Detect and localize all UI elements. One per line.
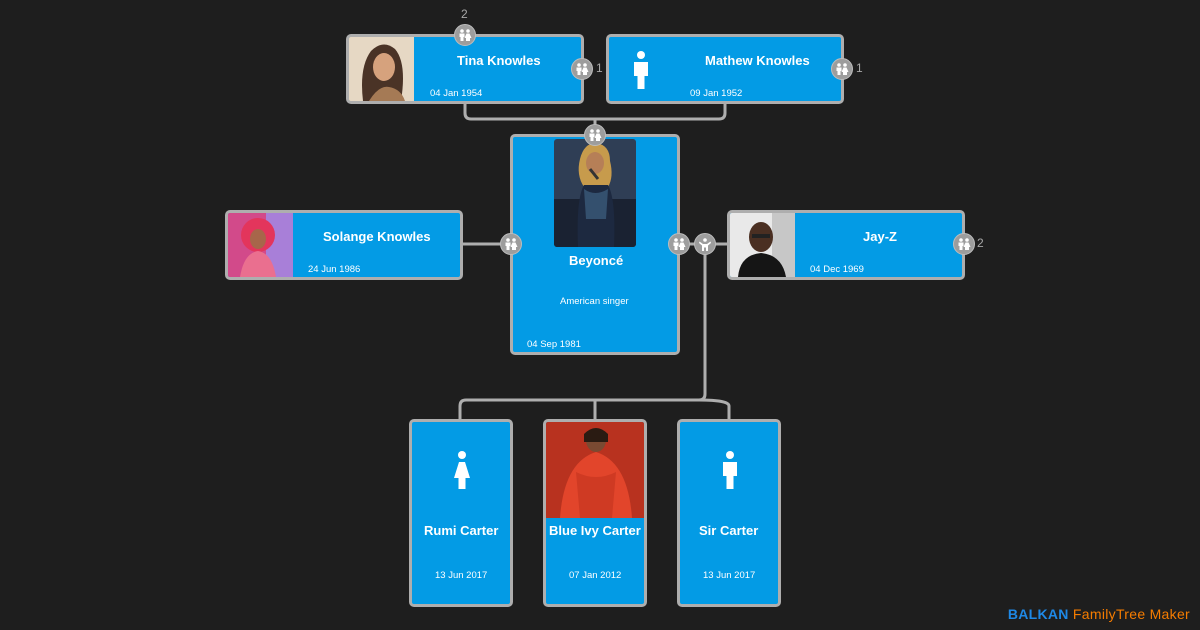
person-birth-date: 13 Jun 2017 [703,570,756,581]
brand-logo: BALKAN FamilyTree Maker [1008,606,1190,622]
person-name: Mathew Knowles [705,53,810,68]
person-birth-date: 07 Jan 2012 [569,570,622,581]
person-card-solange-knowles[interactable]: Solange Knowles 24 Jun 1986 [225,210,463,280]
child-icon[interactable] [694,233,716,255]
jay-z-photo [730,213,795,277]
couple-icon[interactable] [500,233,522,255]
couple-icon[interactable] [953,233,975,255]
person-card-jay-z[interactable]: Jay-Z 04 Dec 1969 [727,210,965,280]
person-card-sir-carter[interactable]: Sir Carter 13 Jun 2017 [677,419,781,607]
male-icon [722,451,738,494]
partner-count: 1 [596,61,603,75]
person-birth-date: 24 Jun 1986 [308,264,361,275]
person-name: Blue Ivy Carter [549,523,641,538]
person-name: Tina Knowles [457,53,541,68]
solange-knowles-photo [228,213,293,277]
couple-icon[interactable] [831,58,853,80]
person-name: Jay-Z [863,229,897,244]
person-name: Beyoncé [569,253,624,268]
beyonce-photo [554,139,636,247]
person-description: American singer [560,296,629,307]
person-name: Rumi Carter [424,523,499,538]
parent-count: 2 [461,7,468,21]
person-birth-date: 04 Jan 1954 [430,88,483,99]
person-card-rumi-carter[interactable]: Rumi Carter 13 Jun 2017 [409,419,513,607]
person-card-blue-ivy-carter[interactable]: Blue Ivy Carter 07 Jan 2012 [543,419,647,607]
brand-company: BALKAN [1007,606,1069,622]
brand-product: FamilyTree Maker [1072,606,1190,622]
couple-icon[interactable] [571,58,593,80]
person-birth-date: 04 Dec 1969 [810,264,864,275]
person-card-mathew-knowles[interactable]: Mathew Knowles 09 Jan 1952 [606,34,844,104]
partner-count: 2 [977,236,984,250]
couple-icon[interactable] [584,124,606,146]
person-card-beyonce[interactable]: Beyoncé American singer 04 Sep 1981 [510,134,680,355]
female-icon [454,451,470,494]
person-name: Solange Knowles [323,229,431,244]
partner-count: 1 [856,61,863,75]
tina-knowles-photo [349,37,414,101]
person-name: Sir Carter [699,523,759,538]
male-icon [633,51,649,94]
blue-ivy-carter-photo [546,422,644,518]
couple-icon[interactable] [668,233,690,255]
person-birth-date: 04 Sep 1981 [527,339,581,350]
person-birth-date: 09 Jan 1952 [690,88,743,99]
couple-icon[interactable] [454,24,476,46]
person-birth-date: 13 Jun 2017 [435,570,488,581]
